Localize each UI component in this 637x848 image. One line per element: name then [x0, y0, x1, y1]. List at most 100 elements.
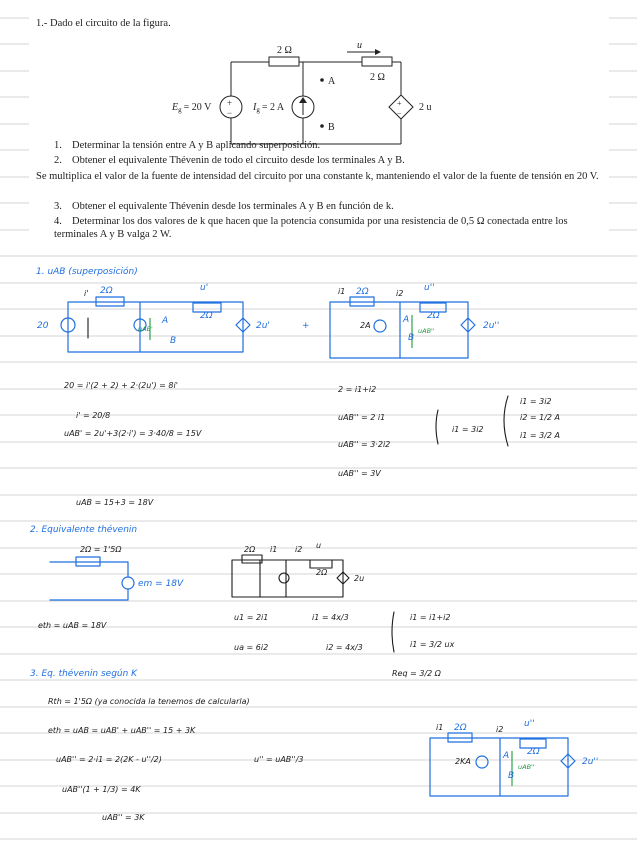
svg-text:u1 = 2i1: u1 = 2i1: [234, 613, 268, 622]
section-1-title: 1. uAB (superposición): [36, 266, 138, 277]
svg-text:A: A: [161, 316, 168, 326]
svg-text:A: A: [502, 751, 509, 761]
problem-circuit: 2 Ω 2 Ω u A B + − + − 2 u Eg= 20 V Ig= 2…: [171, 40, 432, 145]
svg-text:2u'': 2u'': [582, 757, 598, 767]
sketch-circuit-1: 20 i' 2Ω u' 2Ω A B uAB' 2u' +: [37, 283, 310, 353]
svg-text:eth = uAB = uAB' + uAB'' = 15: eth = uAB = uAB' + uAB'' = 15 + 3K: [48, 726, 196, 735]
brace-lines: [435, 395, 509, 447]
equations-4: u1 = 2i1 i1 = 4x/3 ua = 6i2 i2 = 4x/3 Re…: [234, 613, 455, 678]
svg-text:uAB'' = 3V: uAB'' = 3V: [338, 469, 381, 478]
svg-text:2Ω: 2Ω: [244, 545, 256, 554]
svg-text:u'': u'': [524, 719, 535, 729]
svg-text:i2 = 4x/3: i2 = 4x/3: [326, 643, 363, 652]
svg-text:i2: i2: [496, 725, 503, 734]
svg-text:uAB'' = 3K: uAB'' = 3K: [102, 813, 145, 822]
u-label: u: [357, 40, 362, 51]
svg-text:i1: i1: [338, 287, 345, 296]
svg-text:i1 = i1+i2: i1 = i1+i2: [410, 613, 450, 622]
r-top-label: 2 Ω: [277, 45, 292, 56]
thevenin-sketch: 2Ω = 1'5Ω em = 18V eth = uAB = 18V: [38, 545, 184, 630]
plus-sign: +: [227, 98, 232, 108]
svg-text:uAB'' = 2·i1 = 2(2K - u''/2): uAB'' = 2·i1 = 2(2K - u''/2): [56, 755, 162, 764]
ig-label: Ig= 2 A: [252, 102, 285, 114]
svg-text:2Ω: 2Ω: [356, 287, 369, 297]
svg-text:i1: i1: [270, 545, 277, 554]
node-b-dot: [320, 124, 324, 128]
svg-text:2Ω: 2Ω: [454, 723, 467, 733]
eg-label: Eg= 20 V: [171, 102, 212, 114]
svg-text:uAB'': uAB'': [418, 327, 435, 335]
node-b-label: B: [328, 122, 335, 133]
svg-text:2Ω: 2Ω: [100, 286, 113, 296]
svg-text:2u': 2u': [256, 321, 270, 331]
svg-text:B: B: [170, 336, 176, 346]
svg-text:2KA: 2KA: [455, 757, 471, 766]
svg-text:2Ω: 2Ω: [200, 311, 213, 321]
svg-text:2Ω: 2Ω: [316, 568, 328, 577]
svg-text:uAB' = 2u'+3(2·i') = 3·40/8 =: uAB' = 2u'+3(2·i') = 3·40/8 = 15V: [64, 429, 202, 438]
svg-text:uAB = 15+3 = 18V: uAB = 15+3 = 18V: [76, 498, 154, 507]
svg-text:i1 = 3/2 ux: i1 = 3/2 ux: [410, 640, 455, 649]
dep-minus: −: [397, 109, 402, 118]
svg-text:i1 = 3i2: i1 = 3i2: [520, 397, 552, 406]
current-arrow-icon: [299, 97, 307, 103]
equations-5: Rth = 1'5Ω (ya conocida la tenemos de ca…: [48, 697, 303, 822]
svg-text:uAB'': uAB'': [518, 763, 535, 771]
svg-text:i2: i2: [396, 289, 403, 298]
svg-text:i2 = 1/2 A: i2 = 1/2 A: [520, 413, 560, 422]
svg-text:i': i': [84, 289, 88, 298]
brace-line-2: [391, 611, 395, 653]
svg-text:i1: i1: [436, 723, 443, 732]
svg-text:u: u: [316, 541, 321, 550]
svg-text:2A: 2A: [360, 321, 371, 330]
svg-text:em = 18V: em = 18V: [138, 579, 184, 589]
sketch-circuit-4: i1 2Ω i2 u'' 2Ω 2KA A B uAB'' 2u'': [429, 719, 598, 797]
sketch-circuit-3: 2Ω i1 i2 u 2Ω 2u: [231, 541, 364, 598]
dep-plus: +: [397, 99, 402, 108]
svg-text:u': u': [200, 283, 208, 293]
svg-text:2u: 2u: [354, 574, 364, 583]
dep-label: 2 u: [419, 102, 432, 113]
problem-statement: 1.- Dado el circuito de la figura.: [29, 10, 609, 250]
paragraph: Se multiplica el valor de la fuente de i…: [36, 171, 599, 182]
svg-text:2u'': 2u'': [483, 321, 499, 331]
item-3: 3.Obtener el equivalente Thévenin desde …: [54, 201, 394, 212]
voltage-arrow-icon: [375, 49, 381, 55]
svg-text:2 = i1+i2: 2 = i1+i2: [338, 385, 376, 394]
svg-text:2Ω: 2Ω: [427, 311, 440, 321]
svg-text:Req = 3/2 Ω: Req = 3/2 Ω: [392, 669, 442, 678]
svg-text:i' = 20/8: i' = 20/8: [76, 411, 110, 420]
svg-text:2Ω: 2Ω: [527, 747, 540, 757]
problem-title: 1.- Dado el circuito de la figura.: [36, 18, 171, 29]
svg-text:uAB''(1 + 1/3) = 4K: uAB''(1 + 1/3) = 4K: [62, 785, 141, 794]
svg-text:uAB'' = 3·2i2: uAB'' = 3·2i2: [338, 440, 390, 449]
sketch-circuit-2: i1 2Ω i2 u'' 2Ω 2A A B uAB'' 2u'': [329, 283, 499, 359]
svg-text:+: +: [302, 321, 310, 331]
svg-text:u'' = uAB''/3: u'' = uAB''/3: [254, 755, 303, 764]
svg-text:u'': u'': [424, 283, 435, 293]
r-right-label: 2 Ω: [370, 72, 385, 83]
svg-text:uAB'' = 2 i1: uAB'' = 2 i1: [338, 413, 385, 422]
svg-text:20 = i'(2 + 2) + 2·(2u') = 8i': 20 = i'(2 + 2) + 2·(2u') = 8i': [64, 381, 178, 390]
section-2-title: 2. Equivalente thévenin: [30, 524, 137, 535]
equations-1: 20 = i'(2 + 2) + 2·(2u') = 8i' i' = 20/8…: [64, 381, 560, 507]
svg-text:B: B: [508, 771, 514, 781]
svg-text:20: 20: [37, 321, 49, 331]
item-1: 1.Determinar la tensión entre A y B apli…: [54, 140, 321, 151]
svg-text:i1 = 3i2: i1 = 3i2: [452, 425, 484, 434]
svg-text:A: A: [402, 315, 409, 325]
minus-sign: −: [227, 108, 232, 118]
svg-text:ua = 6i2: ua = 6i2: [234, 643, 268, 652]
node-a-label: A: [328, 76, 336, 87]
node-a-dot: [320, 78, 324, 82]
item-4: 4.Determinar los dos valores de k que ha…: [54, 216, 568, 240]
svg-text:2Ω = 1'5Ω: 2Ω = 1'5Ω: [80, 545, 122, 554]
section-3-title: 3. Eq. thévenin según K: [30, 668, 138, 679]
svg-text:i2: i2: [295, 545, 302, 554]
svg-text:eth = uAB = 18V: eth = uAB = 18V: [38, 621, 107, 630]
svg-text:i1 = 3/2 A: i1 = 3/2 A: [520, 431, 560, 440]
item-2: 2.Obtener el equivalente Thévenin de tod…: [54, 155, 405, 166]
svg-text:B: B: [408, 333, 414, 343]
svg-text:uAB': uAB': [138, 325, 153, 333]
